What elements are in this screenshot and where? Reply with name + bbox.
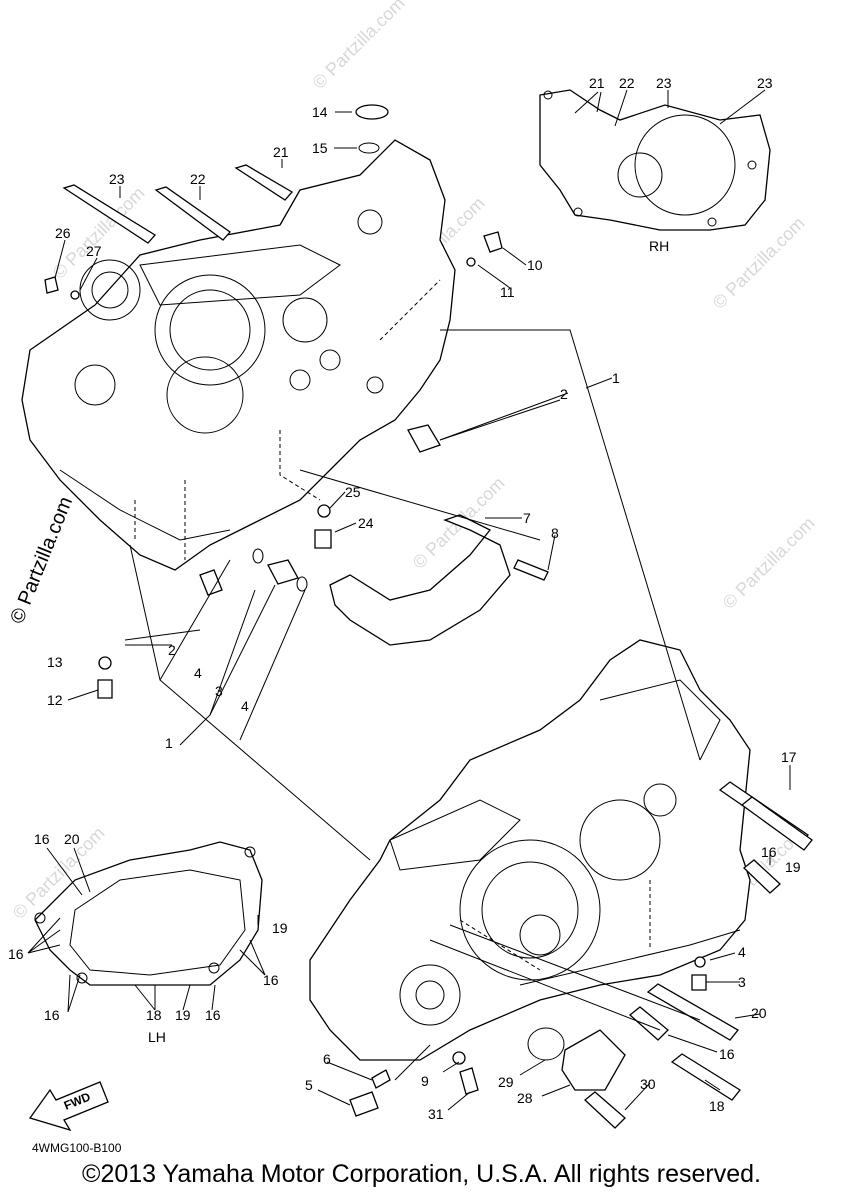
lh-callout-19b: 19	[175, 1007, 191, 1023]
callout-4b: 4	[241, 698, 249, 714]
callout-5: 5	[305, 1077, 313, 1093]
callout-31: 31	[428, 1106, 444, 1122]
rh-callout-21: 21	[589, 75, 605, 91]
lh-callout-18: 18	[146, 1007, 162, 1023]
part-code: 4WMG100-B100	[32, 1141, 122, 1155]
callout-24: 24	[358, 515, 374, 531]
callout-3b: 3	[738, 974, 746, 990]
rh-callout-23b: 23	[757, 75, 773, 91]
lh-callout-16a: 16	[34, 831, 50, 847]
fwd-arrow-icon: FWD	[28, 1081, 109, 1132]
rh-callout-22: 22	[619, 75, 635, 91]
callout-4a: 4	[194, 665, 202, 681]
callout-23: 23	[109, 171, 125, 187]
rh-callout-23: 23	[656, 75, 672, 91]
baffle-plate	[329, 514, 549, 646]
callout-29: 29	[498, 1074, 514, 1090]
watermark-faint: © Partzilla.com	[309, 0, 409, 93]
lh-callout-20: 20	[64, 831, 80, 847]
lh-callout-19a: 19	[272, 920, 288, 936]
rh-label: RH	[649, 238, 669, 254]
callout-3a: 3	[215, 683, 223, 699]
callout-9: 9	[421, 1073, 429, 1089]
callout-17: 17	[781, 749, 797, 765]
callouts: 14 15 23 22 21 26 27 10 11 1 2 25 24 7 8…	[47, 104, 801, 1122]
callout-14: 14	[312, 104, 328, 120]
callout-22: 22	[190, 171, 206, 187]
callout-26: 26	[55, 225, 71, 241]
lh-inset: 16 20 16 19 16 16 18 19 16 LH	[8, 831, 288, 1045]
watermark-faint: © Partzilla.com	[719, 513, 819, 613]
callout-1-upper: 1	[612, 370, 620, 386]
lower-crankcase	[309, 639, 751, 1061]
callout-18: 18	[709, 1098, 725, 1114]
callout-30: 30	[640, 1076, 656, 1092]
callout-2-upper: 2	[560, 386, 568, 402]
callout-20: 20	[751, 1005, 767, 1021]
callout-10: 10	[527, 257, 543, 273]
bolts-top	[44, 104, 503, 300]
callout-19: 19	[785, 859, 801, 875]
callout-16a: 16	[761, 844, 777, 860]
partzilla-watermark: © Partzilla.com	[6, 494, 77, 627]
callout-8: 8	[551, 525, 559, 541]
callout-12: 12	[47, 692, 63, 708]
reference-lines	[124, 329, 741, 1081]
callout-6: 6	[323, 1051, 331, 1067]
upper-crankcase	[21, 139, 456, 571]
callout-2-lower: 2	[168, 642, 176, 658]
copyright-footer: ©2013 Yamaha Motor Corporation, U.S.A. A…	[82, 1160, 761, 1188]
callout-16b: 16	[719, 1046, 735, 1062]
lh-callout-16c: 16	[263, 972, 279, 988]
callout-28: 28	[517, 1090, 533, 1106]
callout-4c: 4	[738, 944, 746, 960]
lower-small-parts	[349, 1027, 626, 1129]
callout-21: 21	[273, 144, 289, 160]
callout-27: 27	[86, 243, 102, 259]
callout-1-lower: 1	[165, 735, 173, 751]
callout-15: 15	[312, 140, 328, 156]
rh-inset: 21 22 23 23 RH	[539, 75, 773, 254]
dowel-parts	[97, 424, 441, 699]
callout-11: 11	[500, 284, 515, 300]
lh-callout-16e: 16	[205, 1007, 221, 1023]
callout-25: 25	[345, 484, 361, 500]
lh-label: LH	[148, 1029, 166, 1045]
callout-7: 7	[523, 510, 531, 526]
lh-callout-16d: 16	[44, 1007, 60, 1023]
lh-callout-16b: 16	[8, 946, 24, 962]
callout-13: 13	[47, 654, 63, 670]
bolts-right	[628, 781, 813, 1101]
